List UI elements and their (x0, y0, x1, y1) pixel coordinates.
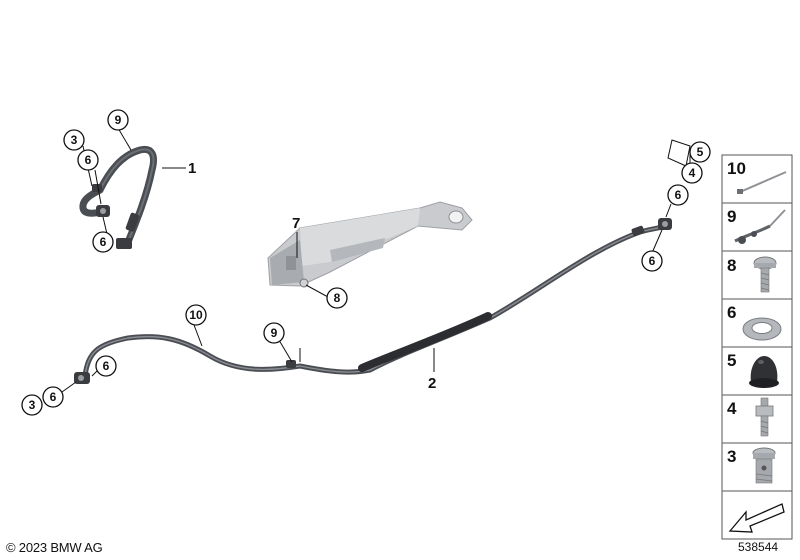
label-part-2: 2 (428, 375, 436, 392)
callout-6-top[interactable]: 6 (77, 149, 99, 171)
callout-10[interactable]: 10 (185, 304, 207, 326)
callout-6-mid[interactable]: 6 (92, 231, 114, 253)
legend-item-5[interactable]: 5 (721, 346, 793, 396)
svg-text:6: 6 (50, 390, 57, 404)
bracket-7 (267, 201, 473, 288)
protective-cap-icon (749, 356, 779, 388)
callout-8[interactable]: 8 (326, 287, 348, 309)
legend-item-6[interactable]: 6 (721, 298, 793, 348)
svg-text:9: 9 (271, 326, 278, 340)
svg-text:5: 5 (727, 351, 736, 370)
callout-3-left[interactable]: 3 (21, 394, 43, 416)
sealing-ring-icon (742, 317, 782, 341)
svg-text:4: 4 (727, 399, 737, 418)
svg-text:6: 6 (85, 153, 92, 167)
svg-text:9: 9 (727, 207, 736, 226)
parts-legend: 10 9 8 (721, 154, 793, 540)
svg-text:6: 6 (727, 303, 736, 322)
legend-orientation-box (721, 490, 793, 540)
legend-item-10[interactable]: 10 (721, 154, 793, 204)
legend-item-9[interactable]: 9 (721, 202, 793, 252)
diagram-number: 538544 (738, 540, 779, 554)
callout-6-right-top[interactable]: 6 (667, 184, 689, 206)
label-part-7: 7 (292, 215, 300, 232)
svg-text:5: 5 (697, 145, 704, 159)
brake-line-2 (74, 218, 672, 384)
callout-9-bottom[interactable]: 9 (263, 322, 285, 344)
cable-tie-icon (739, 171, 787, 193)
callout-5[interactable]: 5 (689, 141, 711, 163)
hose-end-fitting (116, 238, 132, 249)
svg-text:6: 6 (103, 359, 110, 373)
svg-text:10: 10 (189, 308, 203, 322)
svg-text:6: 6 (649, 254, 656, 268)
banjo-bolt-icon (752, 447, 776, 484)
copyright-notice: © 2023 BMW AG (6, 540, 103, 555)
callout-9-top[interactable]: 9 (107, 109, 129, 131)
svg-text:8: 8 (727, 256, 736, 275)
hose-clip-icon (734, 209, 786, 244)
svg-text:8: 8 (334, 291, 341, 305)
svg-text:6: 6 (675, 188, 682, 202)
callout-6-left-upper[interactable]: 6 (95, 355, 117, 377)
screw-icon (753, 256, 777, 293)
orientation-arrow-icon (728, 503, 785, 533)
bleed-valve-icon (755, 397, 774, 437)
svg-text:3: 3 (29, 398, 36, 412)
svg-text:4: 4 (689, 166, 696, 180)
callout-6-left-lower[interactable]: 6 (42, 386, 64, 408)
svg-text:3: 3 (727, 447, 736, 466)
callout-6-right-bottom[interactable]: 6 (641, 250, 663, 272)
legend-item-3[interactable]: 3 (721, 442, 793, 492)
brake-hose-1 (79, 145, 157, 249)
callout-3-top[interactable]: 3 (63, 129, 85, 151)
legend-item-8[interactable]: 8 (721, 250, 793, 300)
label-part-1: 1 (188, 160, 196, 177)
callout-4[interactable]: 4 (681, 162, 703, 184)
svg-text:10: 10 (727, 159, 746, 178)
svg-text:9: 9 (115, 113, 122, 127)
svg-text:3: 3 (71, 133, 78, 147)
protective-sleeve (358, 312, 492, 372)
legend-item-4[interactable]: 4 (721, 394, 793, 444)
svg-text:6: 6 (100, 235, 107, 249)
